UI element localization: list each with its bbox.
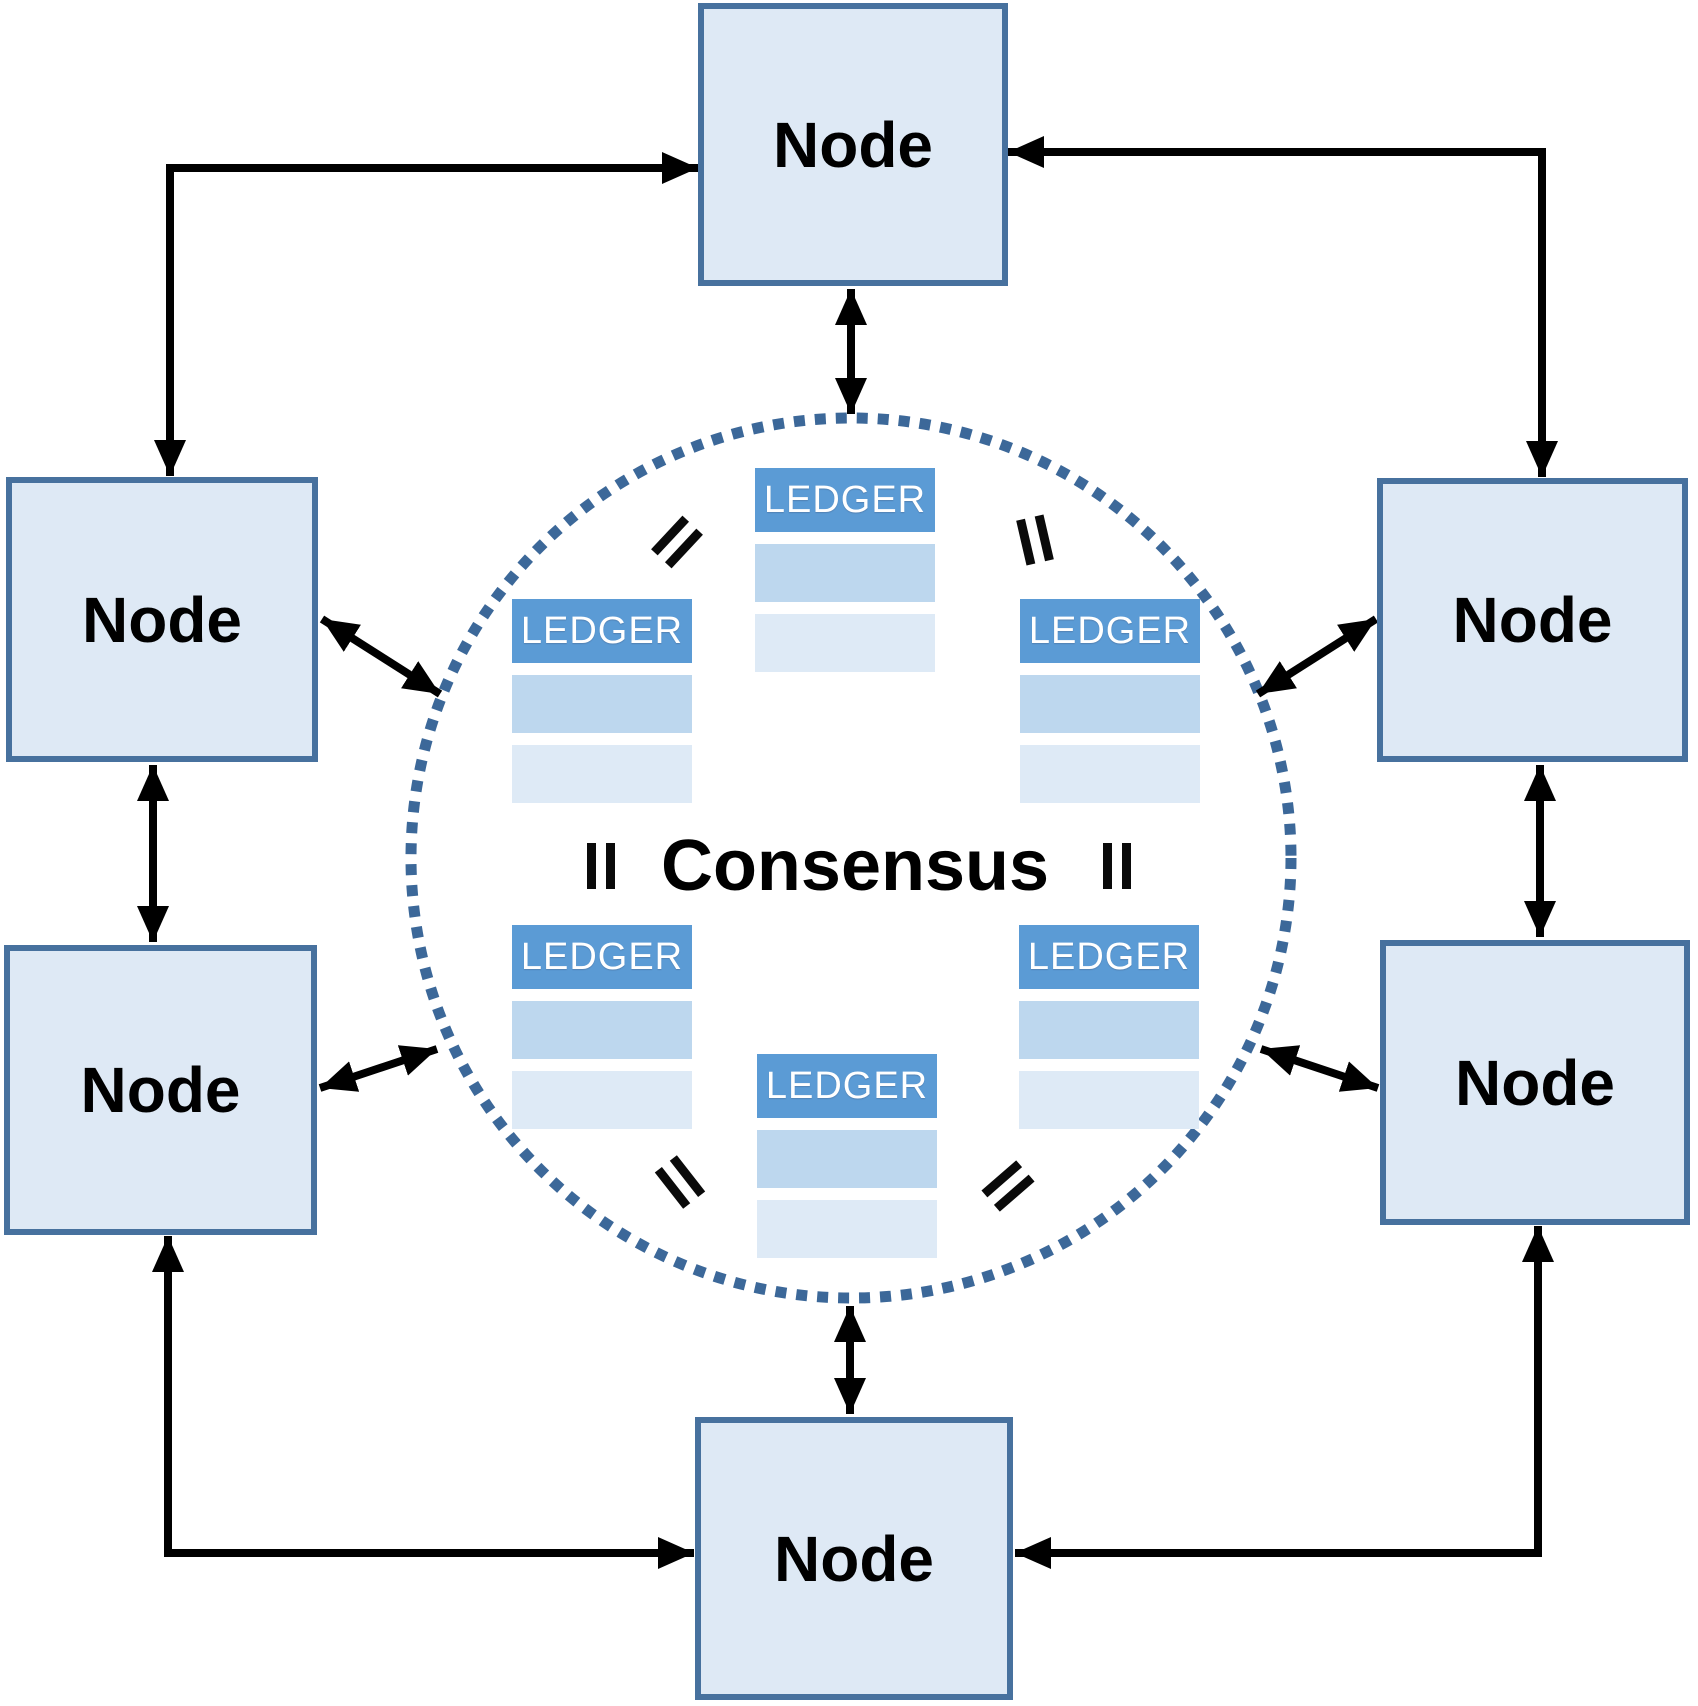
ledger-table-left-top: LEDGER xyxy=(512,599,692,803)
ledger-row xyxy=(512,675,692,733)
ledger-table-left-bottom: LEDGER xyxy=(512,925,692,1129)
node-box-bottom: Node xyxy=(695,1417,1013,1700)
connector-topnode-rightupper xyxy=(1008,136,1558,477)
ledger-header: LEDGER xyxy=(755,468,935,532)
ledger-table-center-bottom: LEDGER xyxy=(757,1054,937,1258)
ledger-row xyxy=(755,544,935,602)
consensus-boundary-circle xyxy=(405,412,1297,1304)
node-box-top: Node xyxy=(698,3,1008,286)
node-box-left-upper: Node xyxy=(6,477,318,762)
ledger-row xyxy=(757,1130,937,1188)
node-box-left-lower: Node xyxy=(4,945,317,1235)
node-label: Node xyxy=(80,1054,241,1126)
ledger-row xyxy=(1020,675,1200,733)
arrow-rightlower-circle xyxy=(1259,1045,1380,1092)
ledger-row xyxy=(757,1200,937,1258)
ledger-header: LEDGER xyxy=(1019,925,1199,989)
ledger-row xyxy=(512,1001,692,1059)
node-box-right-upper: Node xyxy=(1377,478,1688,762)
ledger-row xyxy=(1019,1071,1199,1129)
node-box-right-lower: Node xyxy=(1380,940,1690,1225)
connector-rightlower-bottomnode xyxy=(1015,1226,1554,1569)
node-label: Node xyxy=(774,1522,934,1595)
ledger-header: LEDGER xyxy=(512,925,692,989)
node-label: Node xyxy=(773,108,933,181)
arrow-leftupper-circle xyxy=(319,615,443,698)
ledger-row xyxy=(755,614,935,672)
arrow-leftlower-circle xyxy=(318,1045,439,1092)
ledger-row xyxy=(1020,745,1200,803)
ledger-header: LEDGER xyxy=(757,1054,937,1118)
ledger-row xyxy=(1019,1001,1199,1059)
arrow-rightupper-circle xyxy=(1255,615,1379,698)
ledger-row xyxy=(512,1071,692,1129)
connector-topnode-leftupper xyxy=(154,152,698,476)
ledger-header: LEDGER xyxy=(1020,599,1200,663)
consensus-label: Consensus xyxy=(660,826,1050,906)
ledger-table-center-top: LEDGER xyxy=(755,468,935,672)
equals-mark-middle-right xyxy=(1103,843,1131,889)
node-label: Node xyxy=(1452,584,1613,656)
connector-leftlower-bottomnode xyxy=(152,1236,694,1569)
ledger-row xyxy=(512,745,692,803)
node-label: Node xyxy=(1455,1046,1615,1119)
ledger-table-right-bottom: LEDGER xyxy=(1019,925,1199,1129)
ledger-header: LEDGER xyxy=(512,599,692,663)
equals-mark-middle-left xyxy=(587,843,615,889)
ledger-table-right-top: LEDGER xyxy=(1020,599,1200,803)
node-label: Node xyxy=(82,583,242,656)
